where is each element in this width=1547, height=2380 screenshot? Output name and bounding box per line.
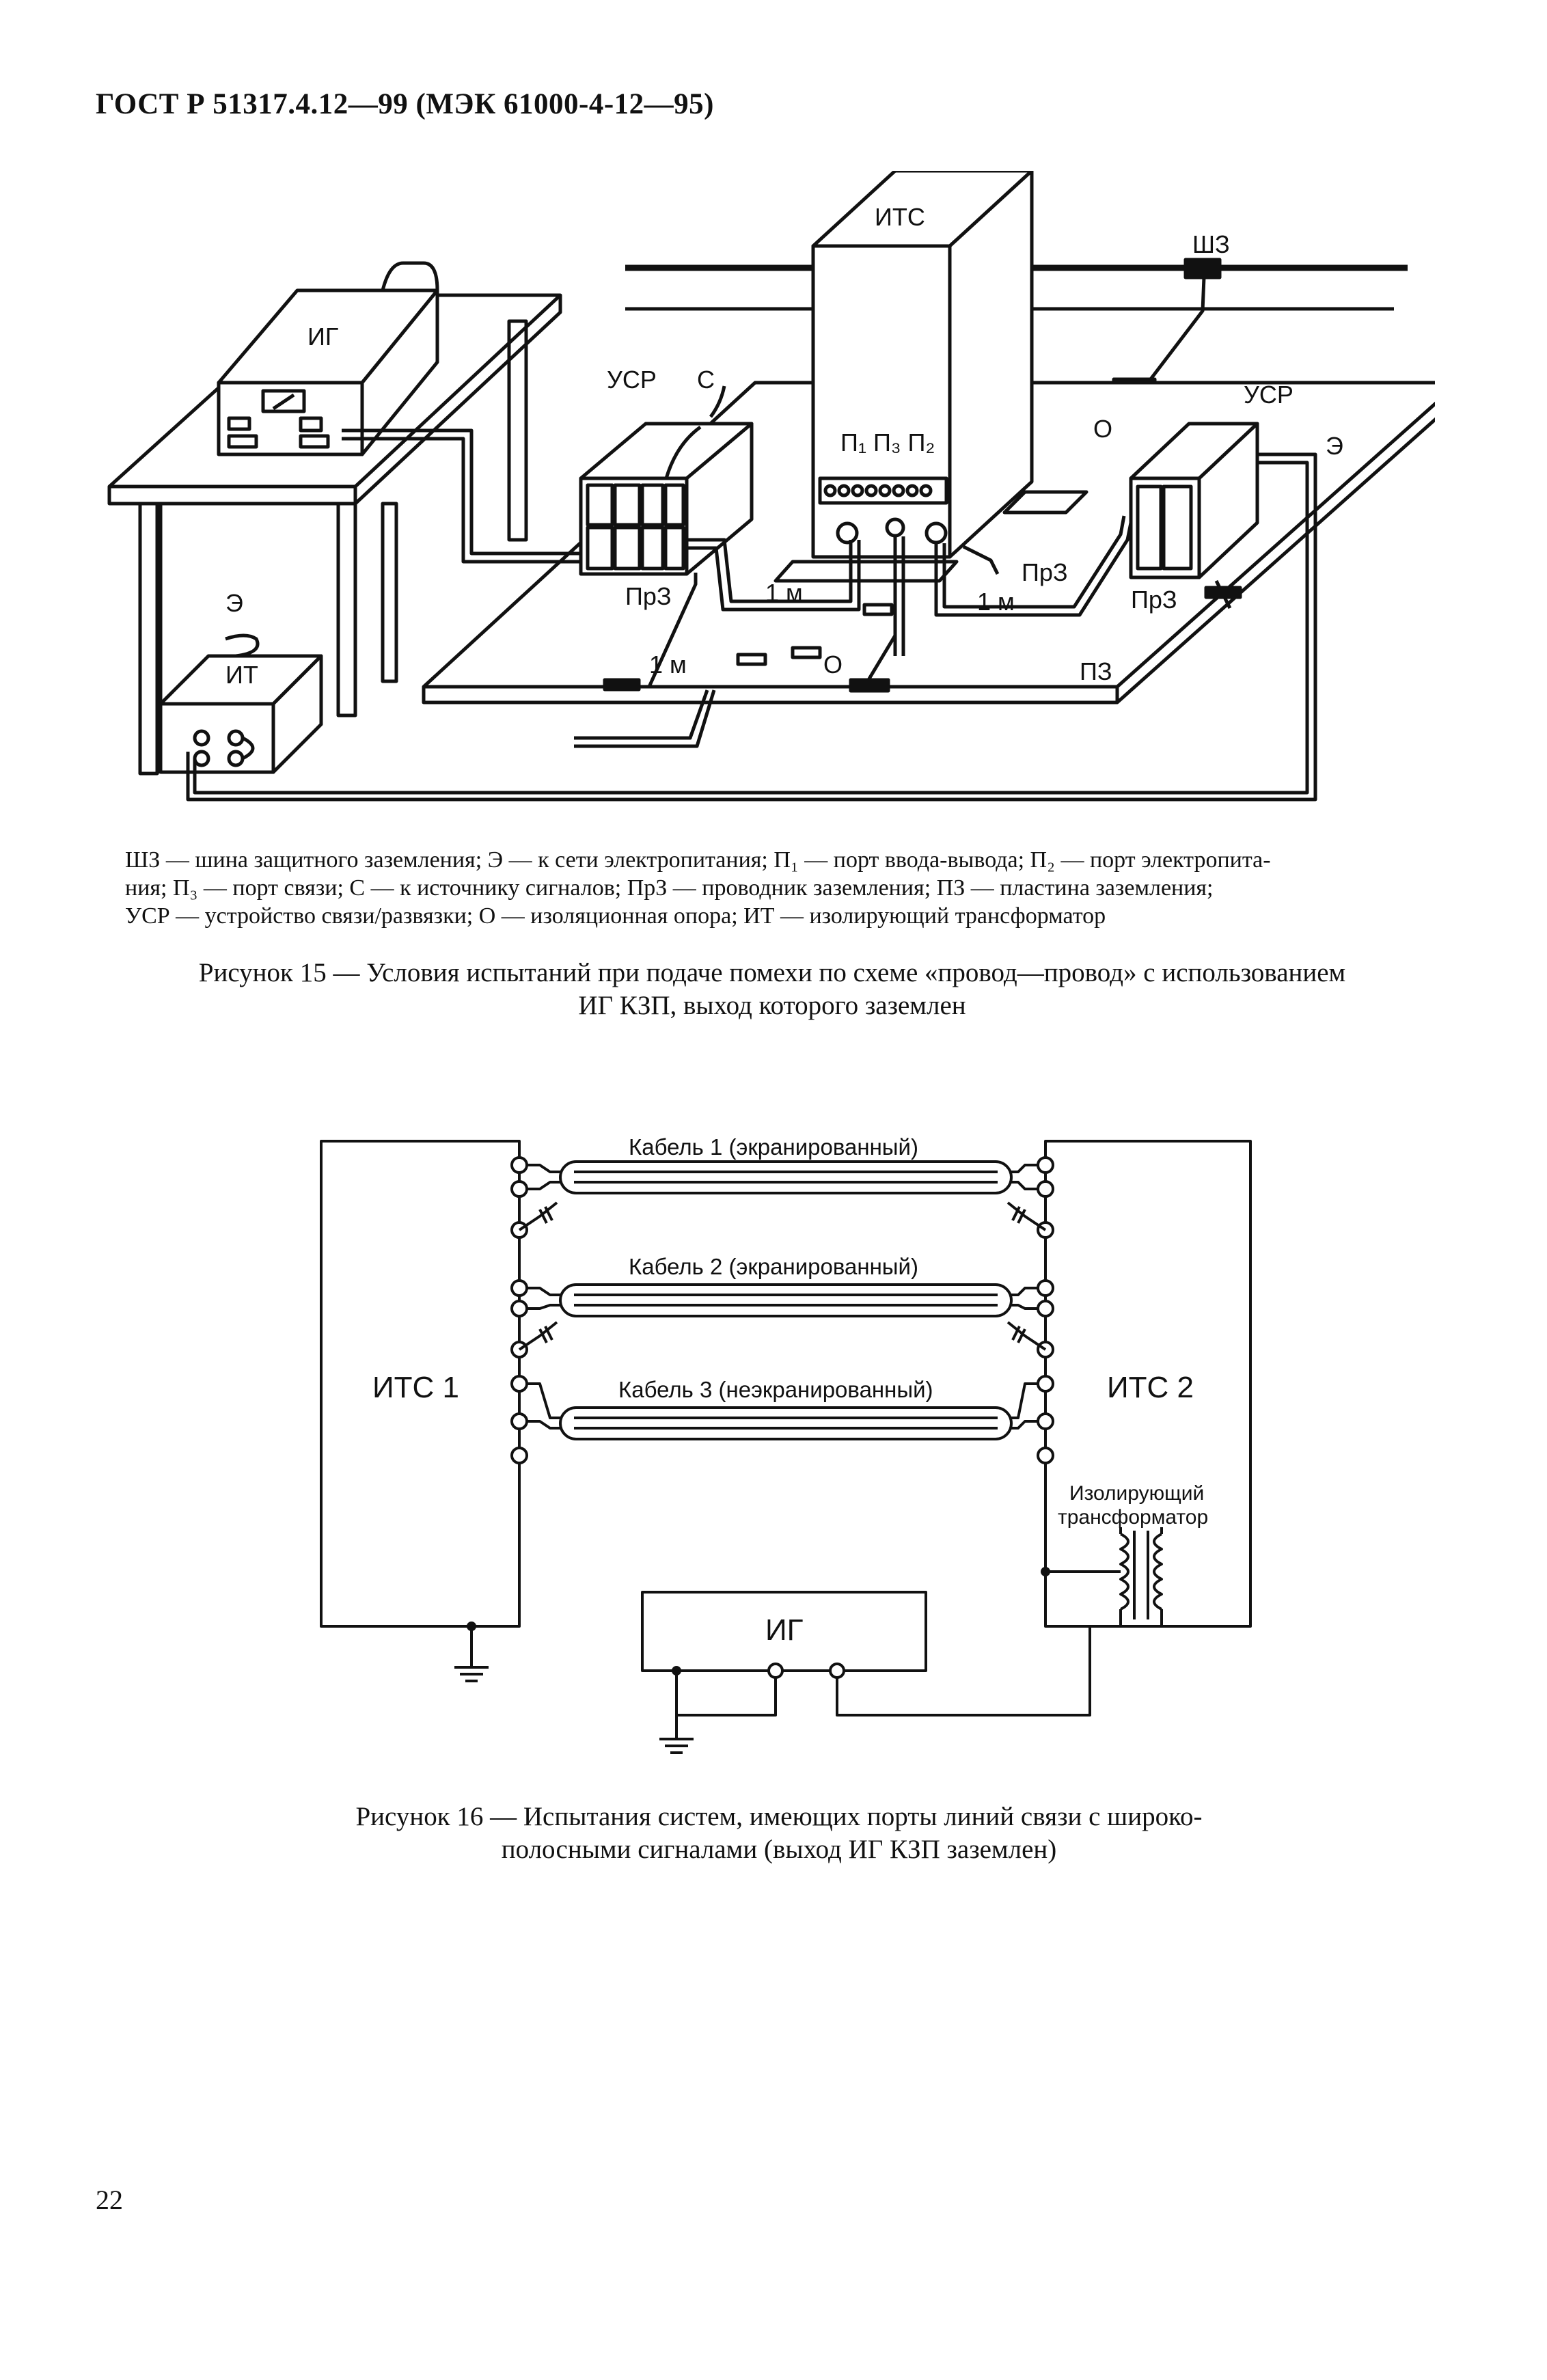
label-usr-right: УСР	[1244, 381, 1293, 409]
legend-line: ния; П₃ — порт связи; С — к источнику си…	[125, 875, 1214, 901]
label-its: ИТС	[875, 203, 925, 231]
page-number: 22	[96, 2185, 123, 2215]
label-cable2: Кабель 2 (экранированный)	[629, 1254, 918, 1279]
label-pr3-right: ПрЗ	[1131, 586, 1177, 614]
label-1m-a: 1 м	[765, 579, 803, 607]
label-it: ИТ	[225, 661, 258, 689]
label-cable3: Кабель 3 (неэкранированный)	[618, 1377, 933, 1402]
caption-line: ИГ КЗП, выход которого заземлен	[578, 991, 966, 1020]
caption-line: Рисунок 15 — Условия испытаний при подач…	[198, 958, 1346, 987]
label-its2: ИТС 2	[1107, 1371, 1194, 1404]
figure-15-legend: ШЗ — шина защитного заземления; Э — к се…	[125, 846, 1432, 930]
label-1m-b: 1 м	[649, 651, 687, 679]
label-its1: ИТС 1	[372, 1371, 459, 1404]
figure-15-caption: Рисунок 15 — Условия испытаний при подач…	[102, 957, 1442, 1022]
label-transformer-2: трансформатор	[1058, 1506, 1208, 1529]
figure-16-caption: Рисунок 16 — Испытания систем, имеющих п…	[287, 1801, 1271, 1866]
label-1m-c: 1 м	[977, 588, 1015, 616]
label-transformer-1: Изолирующий	[1069, 1482, 1204, 1505]
label-p3: ПЗ	[1080, 657, 1112, 685]
document-header: ГОСТ Р 51317.4.12—99 (МЭК 61000-4-12—95)	[96, 88, 714, 120]
legend-line: УСР — устройство связи/развязки; О — изо…	[125, 903, 1106, 929]
figure-16-diagram: Кабель 1 (экранированный) Кабель 2 (экра…	[320, 1134, 1252, 1754]
label-o-top: О	[1093, 415, 1112, 443]
label-cable1: Кабель 1 (экранированный)	[629, 1134, 918, 1160]
label-sh3: ШЗ	[1192, 230, 1230, 258]
label-e-right: Э	[1326, 432, 1343, 460]
legend-line: ШЗ — шина защитного заземления; Э — к се…	[125, 847, 1271, 873]
label-s: С	[697, 366, 715, 394]
label-ig: ИГ	[307, 323, 338, 351]
label-e-left: Э	[225, 589, 243, 617]
label-pr3-mid: ПрЗ	[1022, 558, 1068, 586]
figure-15-diagram: ИТС ИГ ИТ ШЗ УСР УСР С Э Э П₁ П₃ П₂ О О …	[107, 171, 1435, 802]
caption-line: полосными сигналами (выход ИГ КЗП заземл…	[501, 1835, 1057, 1864]
label-usr-left: УСР	[607, 366, 657, 394]
label-ports: П₁ П₃ П₂	[840, 428, 935, 456]
label-pr3-left: ПрЗ	[625, 582, 672, 610]
label-ig: ИГ	[765, 1613, 804, 1647]
caption-line: Рисунок 16 — Испытания систем, имеющих п…	[355, 1802, 1203, 1831]
label-o-bottom: О	[823, 651, 843, 679]
